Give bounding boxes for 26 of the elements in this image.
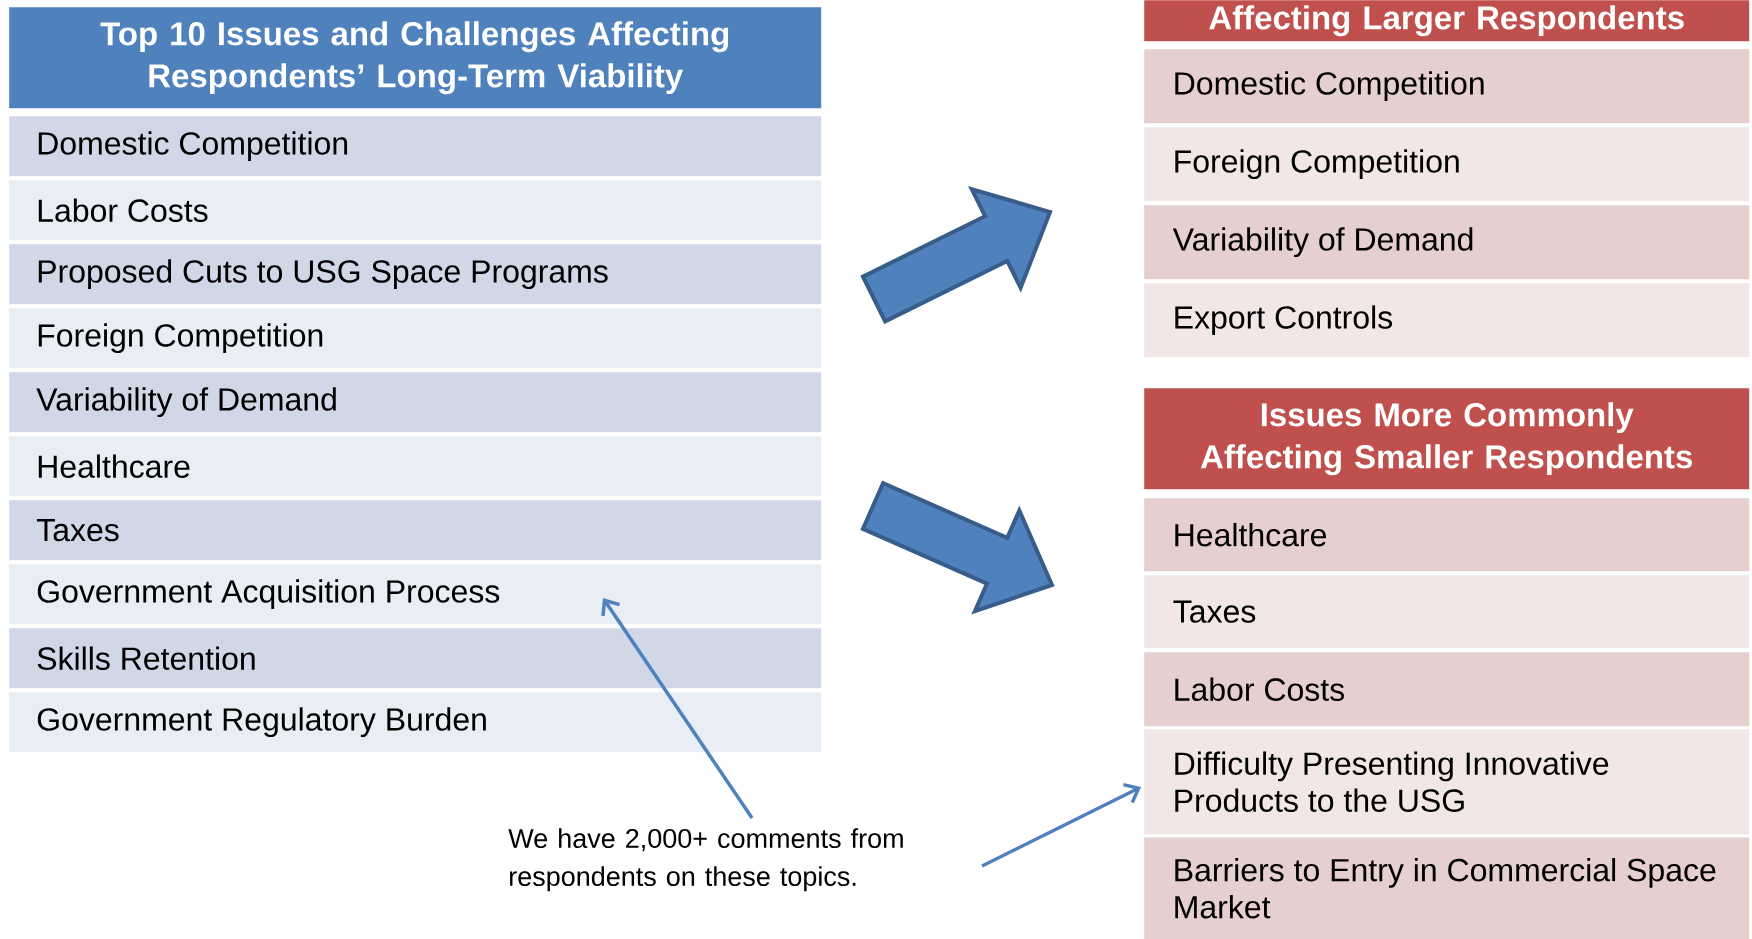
- table-row: Foreign Competition: [9, 308, 822, 369]
- table-row: Barriers to Entry in Commercial Space Market: [1144, 837, 1750, 939]
- table-row: Labor Costs: [9, 180, 822, 241]
- table-row: Government Regulatory Burden: [9, 692, 822, 753]
- table-header: Top 10 Issues and Challenges Affecting Respondents’ Long-Term Viability: [9, 7, 822, 109]
- table-row: Foreign Competition: [1144, 127, 1750, 202]
- table-row: Domestic Competition: [9, 116, 822, 177]
- node-label: Difficulty Presenting Innovative Products to the USG: [1175, 751, 1609, 812]
- table-row: Skills Retention: [9, 628, 822, 689]
- table-row: Difficulty Presenting Innovative Products to the USG: [1144, 729, 1750, 835]
- table-row: Labor Costs: [1144, 652, 1750, 727]
- table-row: Taxes: [1144, 575, 1750, 649]
- leader-line: [981, 782, 1141, 868]
- table-header: Issues More Commonly Affecting Smaller Respondents: [1144, 388, 1750, 490]
- table-row: Variability of Demand: [9, 372, 822, 433]
- note-text: We have 2,000+ comments from respondents on these topics.: [508, 828, 903, 892]
- table-row: Healthcare: [9, 436, 822, 497]
- table-row: Taxes: [9, 500, 822, 561]
- table-header: Affecting Larger Respondents: [1144, 0, 1750, 42]
- table-row: Domestic Competition: [1144, 49, 1750, 124]
- table-row: Healthcare: [1144, 498, 1750, 572]
- table-row: Proposed Cuts to USG Space Programs: [9, 244, 822, 305]
- table-row: Government Acquisition Process: [9, 564, 822, 625]
- table-row: Export Controls: [1144, 283, 1750, 358]
- table-row: Variability of Demand: [1144, 205, 1750, 280]
- leader-line: [601, 598, 754, 819]
